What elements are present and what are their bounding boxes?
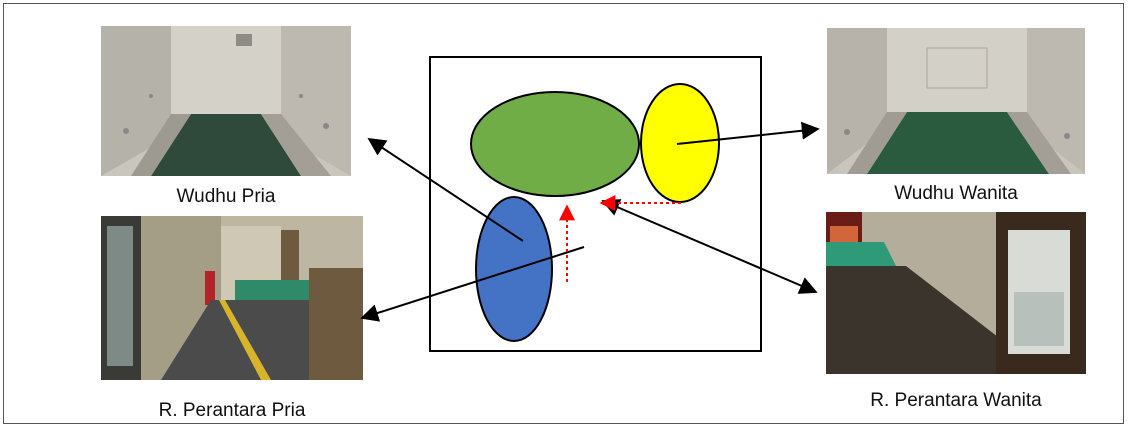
arrow-to-wudhu-wanita xyxy=(676,121,820,145)
caption-perantara-wanita: R. Perantara Wanita xyxy=(870,390,1042,411)
arrow-to-perantara-wanita xyxy=(601,199,818,294)
caption-wudhu-pria: Wudhu Pria xyxy=(176,186,276,207)
photo-wudhu-pria xyxy=(101,26,351,176)
caption-wudhu-wanita: Wudhu Wanita xyxy=(894,183,1018,204)
green-area-ellipse xyxy=(470,91,640,197)
photo-perantara-pria xyxy=(101,216,363,380)
photo-perantara-wanita xyxy=(826,212,1086,374)
photo-wudhu-wanita xyxy=(827,28,1085,174)
arrow-to-perantara-pria xyxy=(360,246,585,322)
caption-perantara-pria: R. Perantara Pria xyxy=(158,400,306,421)
figure-frame xyxy=(3,3,1124,424)
arrow-to-wudhu-pria xyxy=(367,138,524,242)
